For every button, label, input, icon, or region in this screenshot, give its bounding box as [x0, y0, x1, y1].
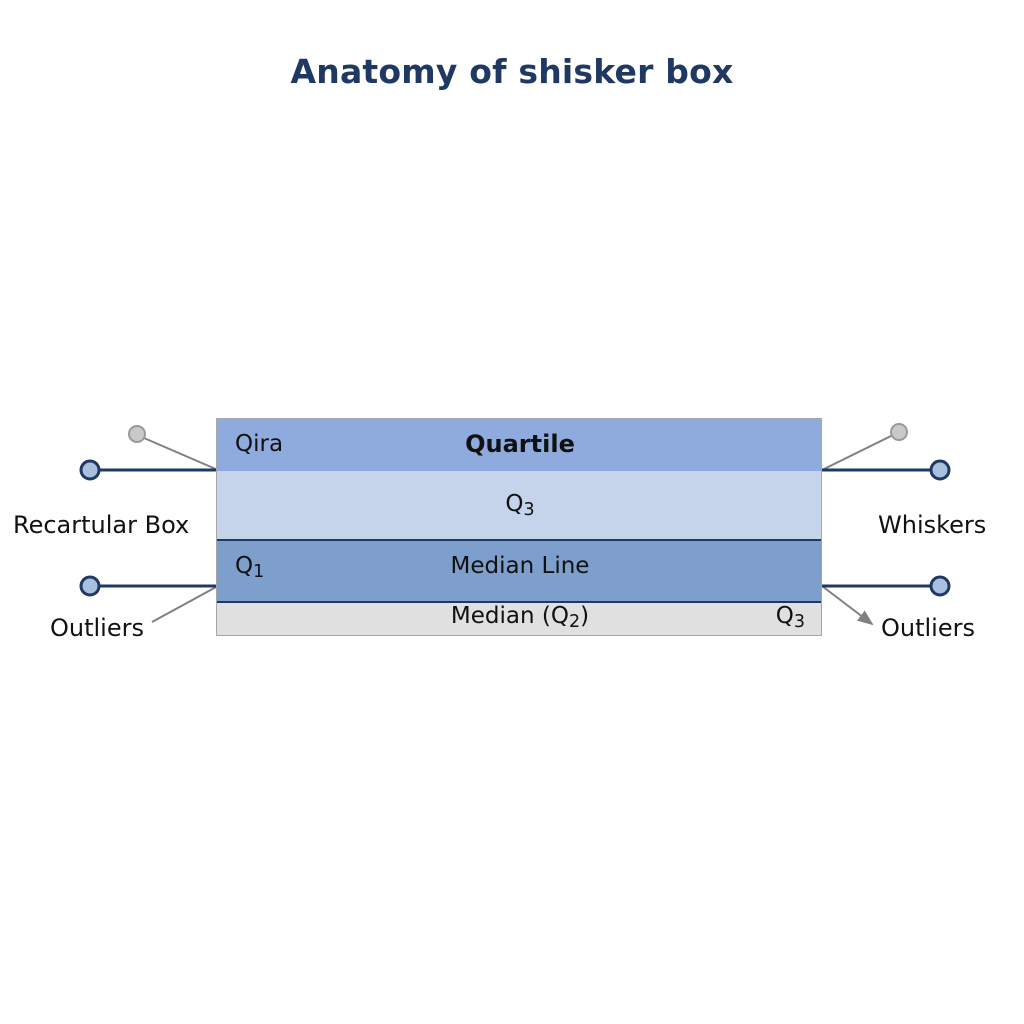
label-q3-bottom: Q3 — [776, 605, 805, 631]
page-title: Anatomy of shisker box — [290, 52, 734, 91]
label-median-line: Median Line — [450, 553, 590, 579]
whisker-cap-upper-right — [929, 459, 951, 481]
label-qira: Qira — [235, 431, 284, 457]
label-median-q2-suffix: ) — [580, 603, 590, 629]
leader-line-outlier-right-top — [821, 435, 892, 471]
label-q3-top-subscript: 3 — [523, 499, 535, 520]
label-q3-top: Q3 — [217, 491, 821, 520]
label-median-q2-prefix: Median (Q — [450, 603, 569, 629]
label-median-q2: Median (Q2) — [217, 603, 821, 632]
label-q1: Q1 — [235, 555, 264, 581]
whisker-cap-lower-left — [79, 575, 101, 597]
whisker-cap-upper-left — [79, 459, 101, 481]
band-bottom — [217, 603, 821, 635]
band-q3 — [217, 471, 821, 539]
leader-line-outlier-left-top — [143, 437, 219, 471]
box-plot-rectangle: Qira Quartile Q3 Q1 Median Line Median (… — [216, 418, 822, 636]
label-q1-subscript: 1 — [253, 561, 265, 582]
label-q3-top-base: Q — [505, 491, 524, 517]
annotation-outliers-right: Outliers — [881, 614, 975, 642]
label-q1-base: Q — [235, 553, 254, 579]
label-quartile: Quartile — [465, 430, 575, 458]
leader-line-outliers-right-label — [821, 585, 874, 626]
label-q3-bottom-subscript: 3 — [793, 611, 805, 632]
annotation-rectangular-box: Recartular Box — [13, 511, 190, 539]
annotation-outliers-left: Outliers — [50, 614, 144, 642]
annotation-whiskers: Whiskers — [878, 511, 987, 539]
leader-line-outliers-left-label — [151, 585, 219, 623]
label-median-q2-subscript: 2 — [568, 611, 581, 632]
band-upper-quartile — [217, 419, 821, 471]
label-q3-bottom-base: Q — [775, 603, 794, 629]
band-median — [217, 539, 821, 603]
outlier-dot-left — [128, 425, 146, 443]
outlier-dot-right — [890, 423, 908, 441]
whisker-cap-lower-right — [929, 575, 951, 597]
